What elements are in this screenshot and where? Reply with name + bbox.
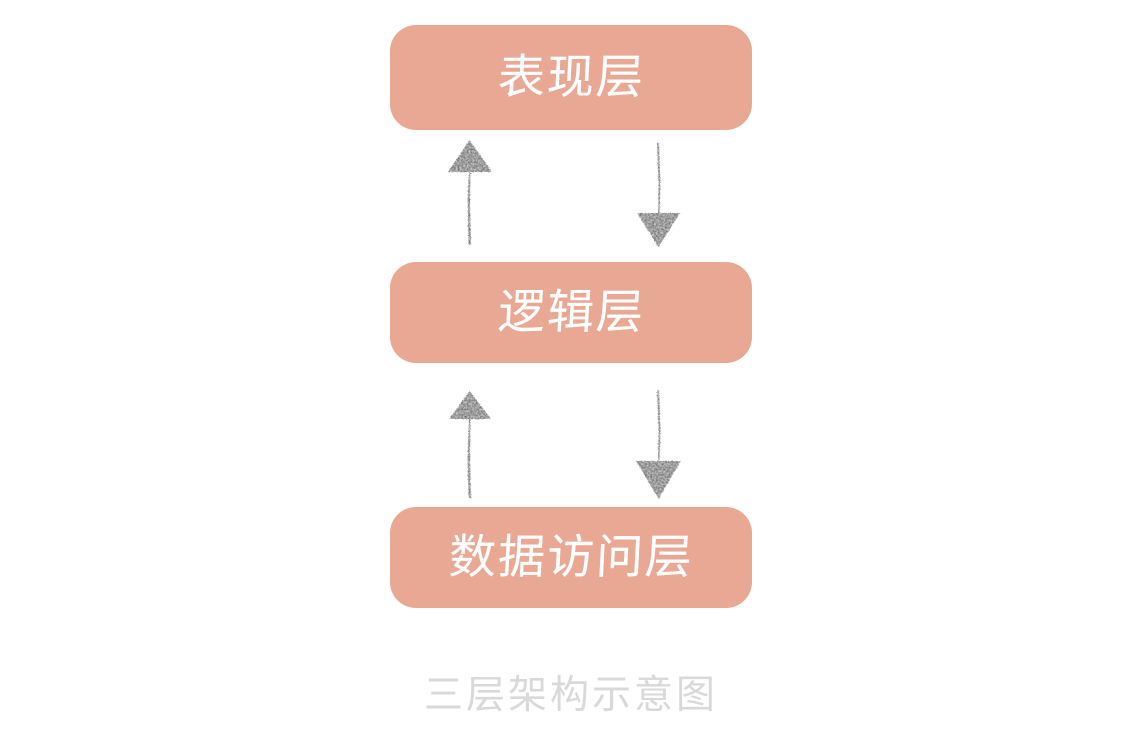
arrow-logic-to-presentation[interactable] xyxy=(448,140,492,245)
diagram-caption: 三层架构示意图 xyxy=(423,673,718,718)
layer-label-logic: 逻辑层 xyxy=(496,285,646,340)
arrow-presentation-to-logic[interactable] xyxy=(637,143,680,247)
layer-box-data-access[interactable]: 数据访问层 xyxy=(390,507,752,608)
arrow-logic-to-data[interactable] xyxy=(636,390,681,499)
arrow-data-to-logic[interactable] xyxy=(449,391,491,498)
layer-box-logic[interactable]: 逻辑层 xyxy=(390,262,752,363)
layer-box-presentation[interactable]: 表现层 xyxy=(390,25,752,130)
layer-label-presentation: 表现层 xyxy=(496,50,646,105)
layer-label-data-access: 数据访问层 xyxy=(447,530,695,585)
